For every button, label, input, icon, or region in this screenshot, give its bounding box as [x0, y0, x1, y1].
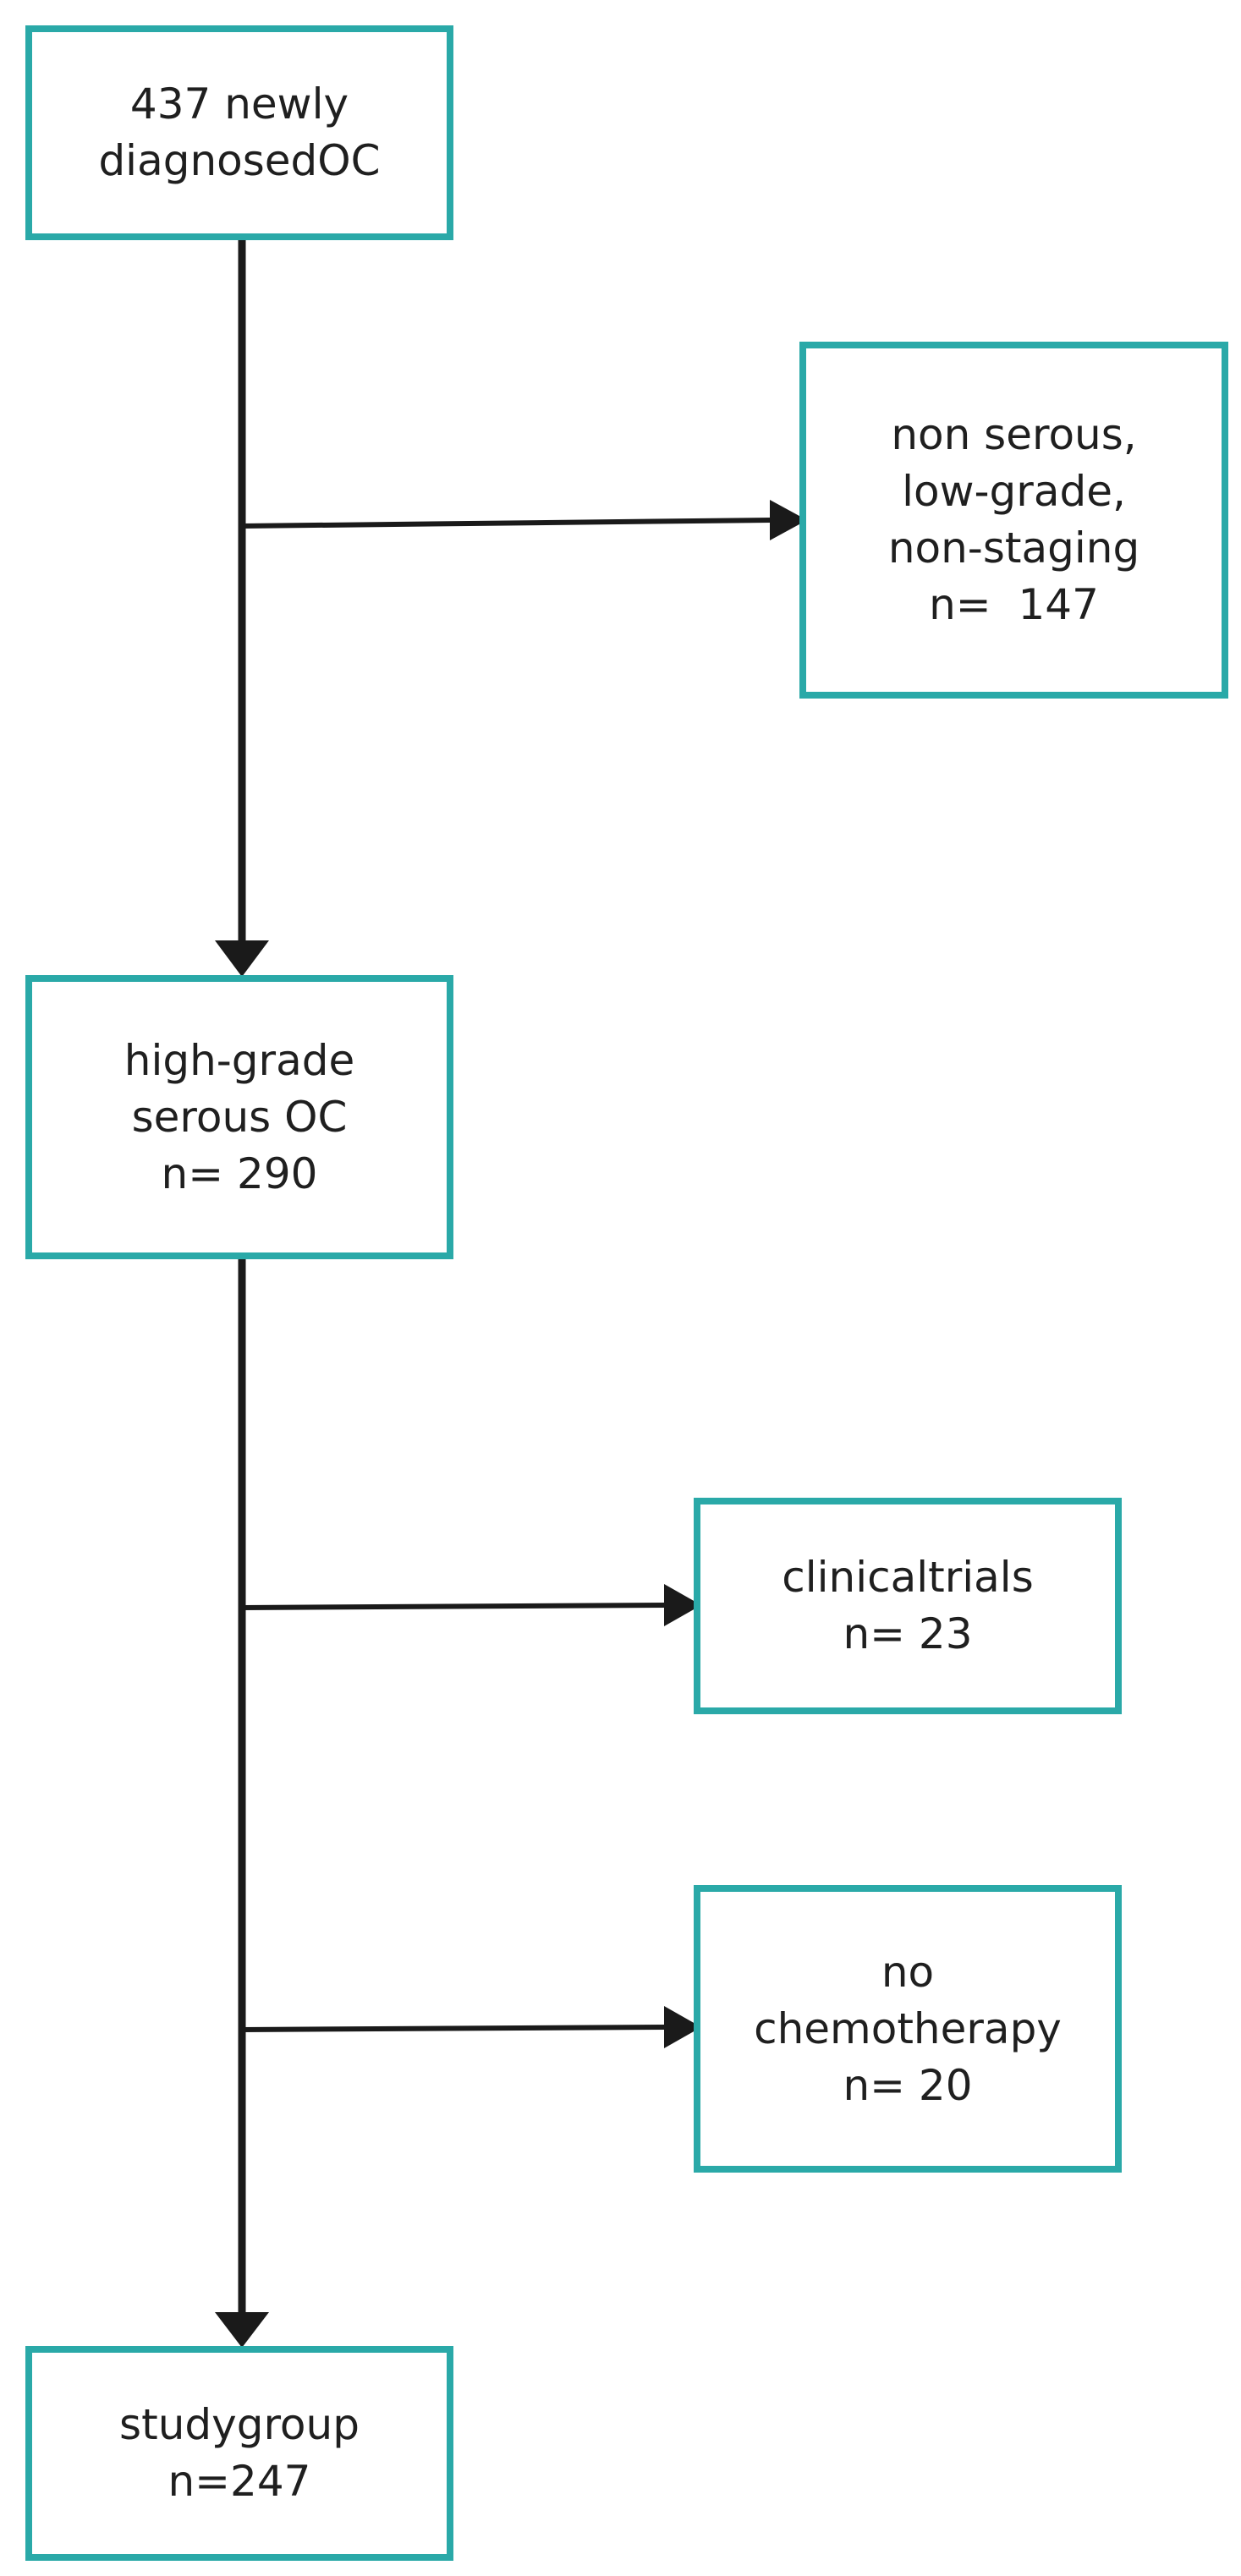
branch-to-excluded-1 — [241, 518, 772, 529]
box-line: studygroup — [119, 2400, 360, 2449]
box-line: n= 147 — [929, 580, 1099, 629]
box-line: non-staging — [887, 523, 1140, 573]
box-line: n=247 — [167, 2457, 311, 2506]
box-line: n= 20 — [843, 2060, 973, 2110]
box-excluded-nonserous-text: non serous, low-grade, non-staging n= 14… — [888, 407, 1139, 633]
box-line: chemotherapy — [754, 2003, 1062, 2053]
box-line: low-grade, — [902, 467, 1126, 516]
box-excluded-clinical-trials-text: clinicaltrials n= 23 — [782, 1549, 1034, 1663]
box-line: no — [881, 1947, 935, 1997]
box-study-group: studygroup n=247 — [25, 2346, 453, 2561]
box-line: high-grade — [124, 1035, 355, 1085]
box-excluded-no-chemotherapy-text: no chemotherapy n= 20 — [754, 1944, 1062, 2114]
box-newly-diagnosed: 437 newly diagnosedOC — [25, 25, 453, 240]
arrowhead-to-excluded-1 — [770, 500, 807, 540]
arrowhead-to-excluded-3 — [664, 2006, 701, 2048]
box-line: diagnosedOC — [98, 136, 381, 185]
branch-to-excluded-3 — [241, 2025, 667, 2032]
box-line: non serous, — [891, 410, 1137, 459]
box-line: 437 newly — [129, 79, 349, 129]
box-newly-diagnosed-text: 437 newly diagnosedOC — [98, 76, 380, 189]
box-excluded-no-chemotherapy: no chemotherapy n= 20 — [694, 1885, 1122, 2173]
box-high-grade-serous-text: high-grade serous OC n= 290 — [124, 1033, 355, 1203]
box-line: clinicaltrials — [782, 1553, 1034, 1602]
arrowhead-to-excluded-2 — [664, 1584, 701, 1626]
box-excluded-nonserous: non serous, low-grade, non-staging n= 14… — [799, 342, 1228, 699]
arrowhead-to-study — [215, 2312, 269, 2348]
box-line: n= 23 — [843, 1609, 973, 1658]
box-line: n= 290 — [161, 1148, 318, 1198]
box-high-grade-serous: high-grade serous OC n= 290 — [25, 975, 453, 1259]
box-excluded-clinical-trials: clinicaltrials n= 23 — [694, 1498, 1122, 1714]
box-study-group-text: studygroup n=247 — [119, 2397, 360, 2510]
branch-to-excluded-2 — [241, 1603, 667, 1610]
arrowhead-to-highgrade — [215, 940, 269, 977]
box-line: serous OC — [131, 1092, 348, 1142]
